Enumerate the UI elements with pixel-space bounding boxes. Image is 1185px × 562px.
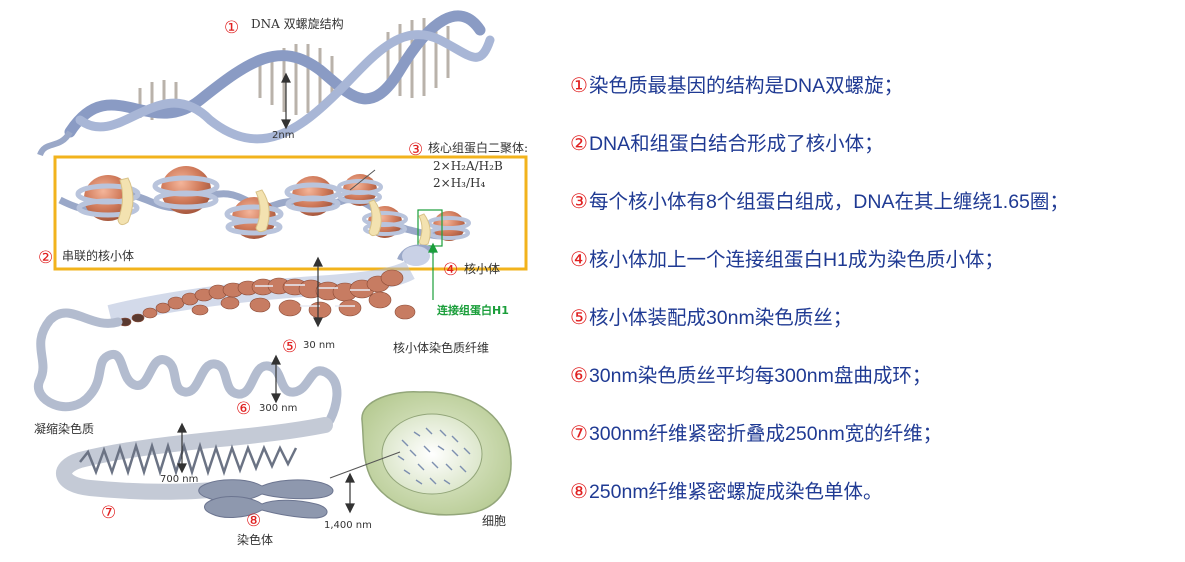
step-marker: ③ [570,191,588,213]
step-marker: ① [570,75,588,97]
step-6: ⑥30nm染色质丝平均每300nm盘曲成环； [570,354,1180,412]
dna-width-arrow [281,72,291,130]
step-text: 300nm纤维紧密折叠成250nm宽的纤维； [588,423,943,445]
nucleosome-4 [284,176,342,216]
step-text: 30nm染色质丝平均每300nm盘曲成环； [588,365,932,387]
chromosome-size: 1,400 nm [324,520,372,531]
fiber-300nm-loops [33,308,342,425]
step-text: 250nm纤维紧密螺旋成染色单体。 [588,481,883,503]
marker-2: ② [38,248,53,268]
step-text: 核小体装配成30nm染色质丝； [588,307,853,329]
step-text: 每个核小体有8个组蛋白组成，DNA在其上缠绕1.65圈； [588,191,1069,213]
fiber-30nm-arrow [313,256,323,328]
condensed-chromatin [56,417,333,500]
step-text: 染色质最基因的结构是DNA双螺旋； [588,75,904,97]
fiber-300nm-arrow [271,354,281,404]
chromatin-diagram: 2nm ① DNA 双螺旋结构 [33,10,528,547]
linker-arrow [428,242,438,300]
step-4: ④核小体加上一个连接组蛋白H1成为染色质小体； [570,238,1180,296]
step-marker: ⑦ [570,423,588,445]
loop-300nm-size: 300 nm [259,403,297,414]
step-marker: ⑤ [570,307,588,329]
nucleosome-2 [152,166,220,214]
octamer-line1: 2×H₂A/H₂B [433,159,503,173]
cell-label: 细胞 [482,514,506,528]
chromosome-size-arrow [345,472,355,514]
fiber-700nm-size: 700 nm [160,474,198,485]
marker-4: ④ [443,260,458,280]
linker-histone-box [417,209,443,247]
step-marker: ② [570,133,588,155]
octamer-line2: 2×H₃/H₄ [433,176,485,190]
marker-8: ⑧ [246,511,261,531]
fiber-30nm-label: 核小体染色质纤维 [393,340,489,355]
marker-3: ③ [408,140,423,160]
step-text: DNA和组蛋白结合形成了核小体； [588,133,884,155]
nucleosome-1 [75,175,141,221]
marker-1: ① [224,18,239,38]
dna-double-helix [37,10,495,157]
step-text: 核小体加上一个连接组蛋白H1成为染色质小体； [588,249,1004,271]
marker-5: ⑤ [282,337,297,357]
linker-label: 连接组蛋白H1 [437,303,509,317]
nucleosome-label: 核小体 [464,262,500,276]
fiber-30nm-size: 30 nm [303,340,335,351]
step-1: ①染色质最基因的结构是DNA双螺旋； [570,64,1180,122]
step-8: ⑧250nm纤维紧密螺旋成染色单体。 [570,470,1180,528]
octamer-title: 核心组蛋白二聚体: [428,140,528,155]
nucleosome-7 [427,211,471,241]
dna-label: DNA 双螺旋结构 [251,16,344,31]
cell [329,391,512,516]
nucleosome-highlight-box [53,155,528,271]
fiber-30nm [107,260,416,327]
step-list: ①染色质最基因的结构是DNA双螺旋； ②DNA和组蛋白结合形成了核小体； ③每个… [570,64,1180,528]
step-2: ②DNA和组蛋白结合形成了核小体； [570,122,1180,180]
step-marker: ⑧ [570,481,588,503]
step-5: ⑤核小体装配成30nm染色质丝； [570,296,1180,354]
step-3: ③每个核小体有8个组蛋白组成，DNA在其上缠绕1.65圈； [570,180,1180,238]
nucleosome-beads [58,166,471,246]
chromosome-label: 染色体 [237,532,273,547]
nucleosome-5 [337,174,383,206]
fiber-700nm-arrow [177,422,187,474]
dna-width-label: 2nm [272,130,294,141]
chromosome [198,479,334,519]
marker-6: ⑥ [236,399,251,419]
condensed-label: 凝缩染色质 [34,421,94,436]
beads-label: 串联的核小体 [62,248,134,263]
step-marker: ④ [570,249,588,271]
step-7: ⑦300nm纤维紧密折叠成250nm宽的纤维； [570,412,1180,470]
marker-7: ⑦ [101,503,116,523]
step-marker: ⑥ [570,365,588,387]
